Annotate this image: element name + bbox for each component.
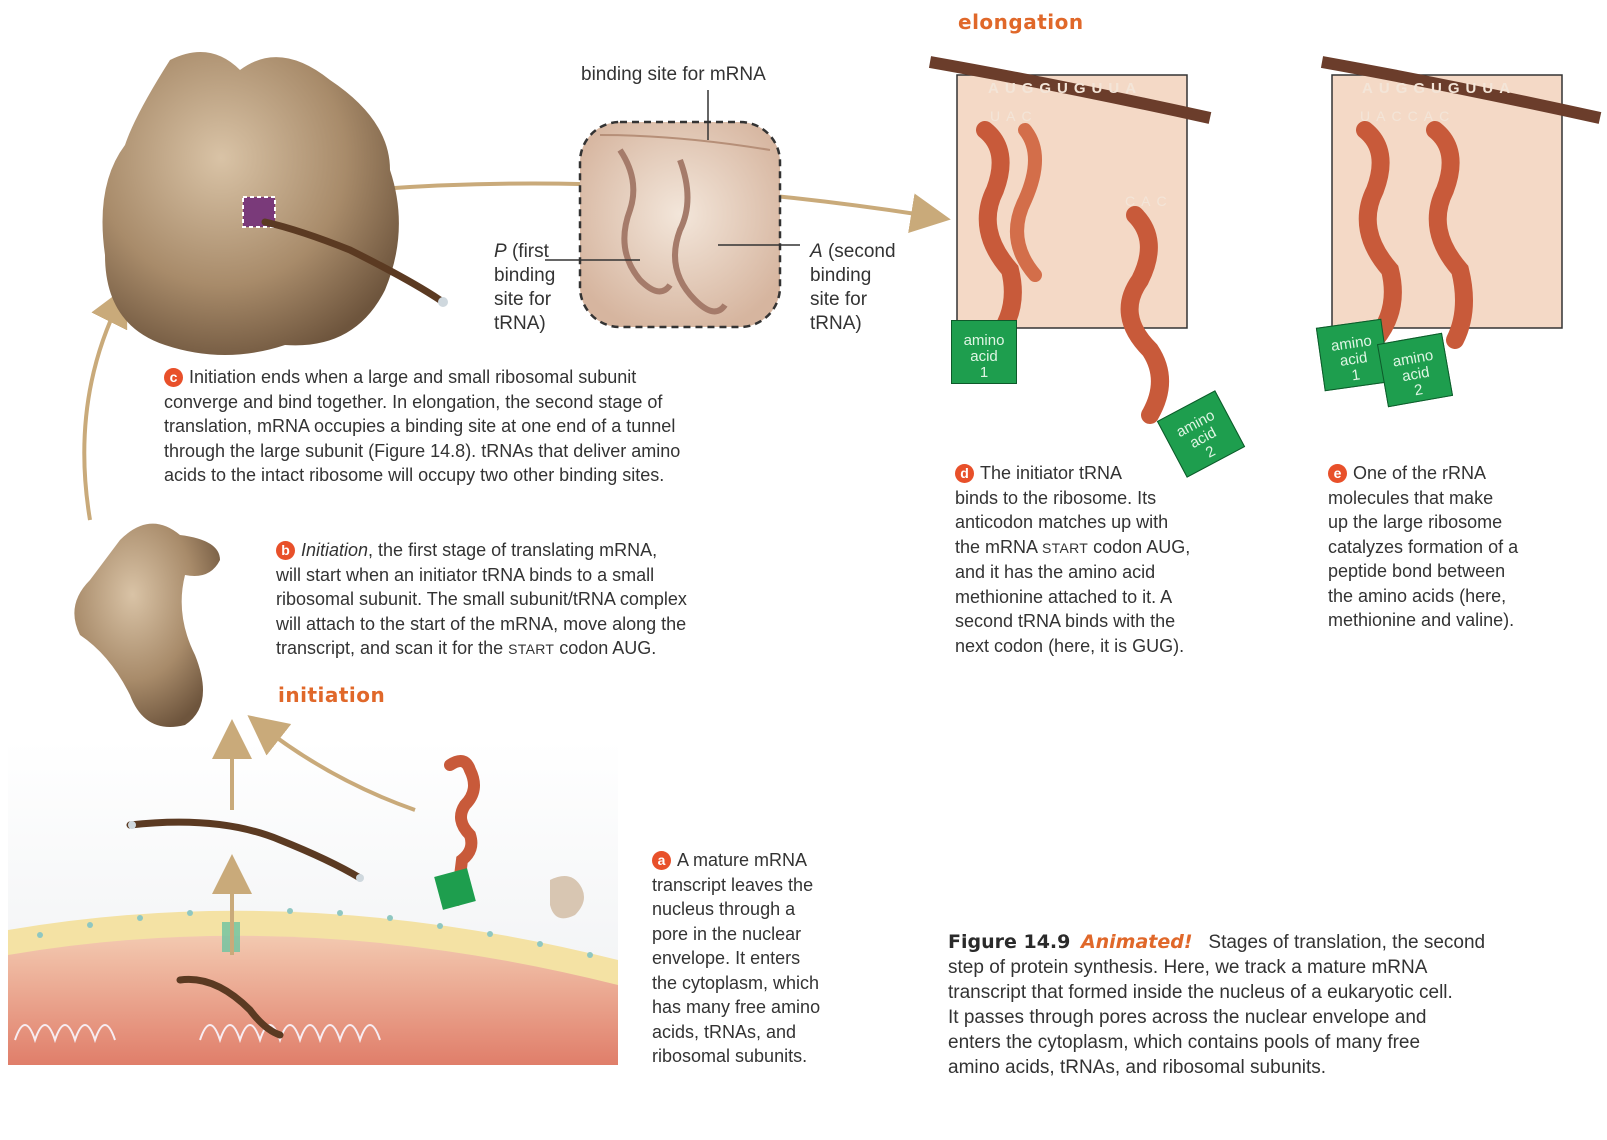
- codon-letter-d-5: G: [1074, 80, 1086, 97]
- step-d-badge: d: [955, 464, 974, 483]
- anticodon-letter-e-5: C: [1439, 108, 1449, 124]
- anticodon-letter-d2-2: C: [1156, 193, 1166, 209]
- a-site-letter: A: [810, 241, 823, 262]
- anticodon-letter-d2-0: C: [1125, 193, 1135, 209]
- caption-text: Stages of translation, the second step o…: [948, 932, 1485, 1078]
- anticodon-letter-e-4: A: [1424, 108, 1433, 124]
- a-site-text: (second binding site for tRNA): [810, 241, 896, 334]
- step-c-badge: c: [164, 368, 183, 387]
- anticodon-letter-e-1: A: [1376, 108, 1385, 124]
- figure-number: Figure 14.9: [948, 931, 1070, 953]
- codon-letter-d-6: U: [1092, 80, 1103, 97]
- a-site-label: A (second binding site for tRNA): [810, 240, 896, 336]
- anticodon-letter-d1-0: U: [990, 108, 1000, 124]
- codon-letter-e-6: U: [1466, 80, 1477, 97]
- p-site-label: P (first binding site for tRNA): [494, 240, 555, 336]
- codon-letter-e-8: A: [1499, 80, 1510, 97]
- initiation-heading: initiation: [278, 683, 385, 707]
- anticodon-letter-e-3: C: [1408, 108, 1418, 124]
- codon-letter-e-0: A: [1362, 80, 1373, 97]
- small-ribosomal-subunit: [74, 524, 220, 727]
- step-b-badge: b: [276, 541, 295, 560]
- codon-letter-e-2: G: [1396, 80, 1408, 97]
- codon-letter-e-4: U: [1431, 80, 1442, 97]
- binding-site-mrna-label: binding site for mRNA: [581, 63, 766, 87]
- codon-letter-d-3: G: [1039, 80, 1051, 97]
- amino-acid-2-e: amino acid 2: [1377, 333, 1453, 407]
- step-e-badge: e: [1328, 464, 1347, 483]
- anticodon-letter-d1-1: A: [1006, 108, 1015, 124]
- anticodon-letter-d2-1: A: [1141, 193, 1150, 209]
- codon-letter-e-7: U: [1482, 80, 1493, 97]
- p-site-letter: P: [494, 241, 507, 262]
- arrow-small-to-large: [84, 300, 120, 520]
- elongation-heading: elongation: [958, 10, 1084, 34]
- codon-letter-d-4: U: [1057, 80, 1068, 97]
- codon-letter-d-1: U: [1005, 80, 1016, 97]
- codon-letter-e-5: G: [1448, 80, 1460, 97]
- anticodon-letter-d1-2: C: [1021, 108, 1031, 124]
- anticodon-letter-e-0: U: [1360, 108, 1370, 124]
- codon-letter-e-1: U: [1379, 80, 1390, 97]
- codon-letter-d-0: A: [988, 80, 999, 97]
- animated-link[interactable]: Animated!: [1081, 931, 1193, 953]
- figure-caption: Figure 14.9 Animated! Stages of translat…: [948, 930, 1598, 1080]
- codon-letter-e-3: G: [1413, 80, 1425, 97]
- codon-letter-d-8: A: [1125, 80, 1136, 97]
- step-a-badge: a: [652, 851, 671, 870]
- anticodon-letter-e-2: C: [1391, 108, 1401, 124]
- codon-letter-d-2: G: [1022, 80, 1034, 97]
- amino-acid-1-d: amino acid 1: [951, 320, 1017, 384]
- codon-letter-d-7: U: [1108, 80, 1119, 97]
